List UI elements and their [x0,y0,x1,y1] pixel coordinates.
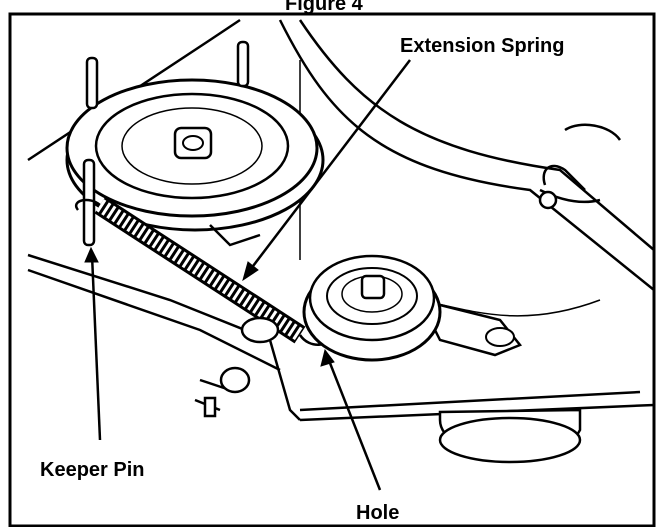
hole-leader [326,357,382,491]
extension-spring-leader [249,59,411,271]
lower-wheel [438,408,582,464]
keeper-pin-leader [90,254,102,441]
leader-lines [84,59,411,491]
large-pulley [65,78,325,247]
keeper-pin [82,158,96,247]
idler-pulley [302,254,523,362]
figure-title: Figure 4 [285,0,363,15]
hole-arrowhead [320,348,335,367]
hole-label: Hole [356,502,400,524]
spring-anchor [203,316,280,418]
idler-arm-nut [485,327,515,347]
extension-spring-arrowhead [242,261,259,282]
keeper-pins [82,40,250,247]
keeper-pin-arrowhead [84,246,99,263]
extension-spring-label: Extension Spring [400,35,565,57]
keeper-pin-label: Keeper Pin [40,459,145,481]
cotter-pin [538,123,622,210]
figure-frame [8,12,656,527]
idler-nut [360,274,386,300]
